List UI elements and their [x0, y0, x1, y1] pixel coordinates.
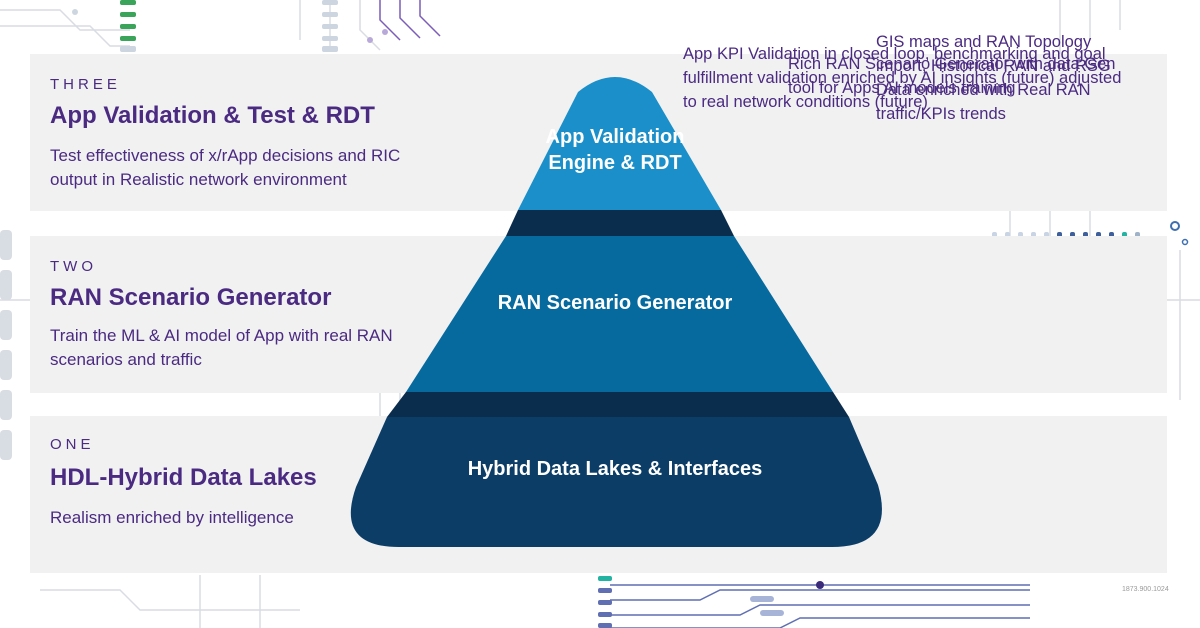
- level-one-detail: GIS maps and RAN Topology import, Histor…: [876, 33, 1111, 123]
- level-two-detail: Rich RAN Scenario Generator with data Ge…: [788, 55, 1116, 97]
- level-one-title: HDL-Hybrid Data Lakes: [50, 464, 317, 491]
- pyramid-tier-one: [350, 417, 882, 547]
- level-three-label: THREE: [50, 76, 121, 93]
- pyramid-label-three: App Validation Engine & RDT: [545, 126, 685, 174]
- level-three-description: Test effectiveness of x/rApp decisions a…: [50, 146, 401, 189]
- level-two-description: Train the ML & AI model of App with real…: [50, 326, 393, 369]
- document-code: 1873.900.1024: [1122, 586, 1169, 593]
- level-two-title: RAN Scenario Generator: [50, 284, 332, 311]
- level-two-label: TWO: [50, 258, 97, 275]
- level-one-description: Realism enriched by intelligence: [50, 508, 294, 527]
- pyramid-label-two: RAN Scenario Generator: [497, 292, 733, 314]
- pyramid-dark-band-lower: [387, 392, 849, 417]
- level-three-title: App Validation & Test & RDT: [50, 102, 375, 129]
- pyramid-tier-three: [518, 77, 721, 210]
- pyramid-label-one: Hybrid Data Lakes & Interfaces: [467, 458, 763, 480]
- pyramid-dark-band-upper: [506, 210, 734, 236]
- level-one-label: ONE: [50, 436, 95, 453]
- pyramid-tier-two: [406, 236, 833, 392]
- level-three-detail: App KPI Validation in closed loop, bench…: [683, 45, 1122, 111]
